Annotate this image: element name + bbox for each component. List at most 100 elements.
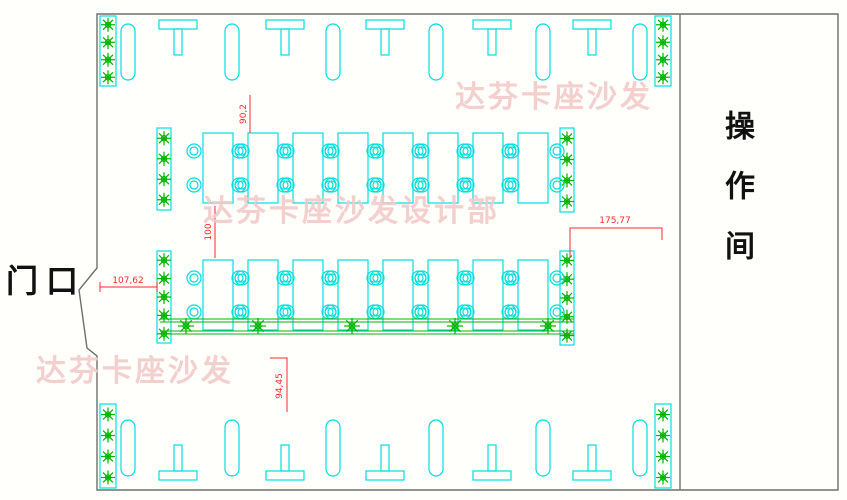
chair — [549, 177, 565, 193]
booth-table — [365, 470, 405, 481]
plant-icon — [560, 173, 574, 188]
dim-text-row-gap: 100 — [204, 223, 214, 240]
chair — [324, 146, 334, 156]
chair — [552, 307, 562, 317]
booth-table — [265, 470, 305, 481]
booth-table — [280, 444, 290, 472]
dimension-lines: 90,2 100 107,62 175,77 94,45 — [99, 95, 663, 412]
plant-icon — [157, 290, 171, 304]
plant-icon — [656, 17, 670, 32]
booth-bench — [120, 23, 136, 81]
chair — [324, 270, 340, 286]
chair — [411, 270, 427, 286]
booth-table — [487, 444, 497, 472]
chair — [234, 304, 250, 320]
operation-room-label: 操作间 — [720, 110, 753, 290]
booth-bench — [632, 419, 648, 477]
planter-strips — [99, 15, 672, 489]
chair — [504, 143, 520, 159]
chair — [501, 304, 517, 320]
chair — [279, 273, 289, 283]
chair — [276, 177, 292, 193]
dim-line-bottom-offset — [270, 357, 288, 412]
plant-icon — [101, 70, 115, 85]
dining-table — [337, 259, 369, 331]
chair — [234, 180, 244, 190]
plant-icon — [101, 52, 115, 67]
chair — [504, 180, 514, 190]
chair — [414, 143, 430, 159]
chair — [504, 307, 514, 317]
booth-table — [572, 19, 612, 30]
chair — [366, 143, 382, 159]
chair — [189, 273, 199, 283]
chair — [231, 270, 247, 286]
booth-table — [572, 470, 612, 481]
room-outline — [78, 13, 839, 491]
plant-icon — [157, 131, 171, 146]
plant-icon — [656, 449, 670, 464]
booth-table — [173, 444, 183, 472]
chair — [234, 270, 250, 286]
chair — [186, 177, 202, 193]
chair — [279, 146, 289, 156]
chair — [369, 143, 385, 159]
chair — [234, 307, 244, 317]
booth-table — [173, 28, 183, 56]
booth-bench — [632, 23, 648, 81]
plant-icon — [656, 70, 670, 85]
dining-table — [292, 259, 324, 331]
chair — [411, 143, 427, 159]
chair — [552, 146, 562, 156]
plant-icon — [560, 253, 574, 268]
dining-table — [427, 132, 459, 204]
plant-icon — [656, 52, 670, 67]
chair — [234, 146, 244, 156]
planter-strip — [99, 15, 117, 87]
plant-icon — [157, 271, 171, 286]
chair — [231, 177, 247, 193]
chair — [369, 180, 379, 190]
chair — [459, 180, 469, 190]
dim-text-right-offset: 175,77 — [599, 216, 631, 226]
watermark-bottom: 达芬卡座沙发 — [36, 354, 234, 389]
booth-bench — [428, 23, 444, 81]
chair — [234, 143, 250, 159]
chair — [279, 270, 295, 286]
chair — [456, 270, 472, 286]
dining-table — [517, 132, 549, 204]
dining-table — [337, 132, 369, 204]
booth-table — [365, 19, 405, 30]
planter-strip — [156, 127, 172, 211]
plant-icon — [157, 253, 171, 268]
booth-table — [472, 19, 512, 30]
plant-icon — [560, 291, 574, 305]
plant-icon — [101, 428, 115, 443]
chair — [501, 270, 517, 286]
plant-icon — [157, 308, 171, 323]
chair — [321, 177, 337, 193]
dining-table — [382, 259, 414, 331]
chair — [552, 180, 562, 190]
chair — [231, 143, 247, 159]
booth-table — [265, 19, 305, 30]
chair — [369, 273, 379, 283]
planter-strip — [559, 127, 575, 213]
plant-icon — [656, 428, 670, 443]
plant-icon — [560, 131, 574, 146]
chair — [366, 177, 382, 193]
plant-icon — [447, 318, 463, 334]
chair — [366, 270, 382, 286]
plant-icon — [560, 194, 574, 209]
plant-icon — [540, 318, 556, 334]
plant-icon — [656, 35, 670, 50]
booth-bench — [535, 23, 551, 81]
booth-table — [280, 28, 290, 56]
watermark-middle: 达芬卡座沙发设计部 — [203, 194, 500, 229]
booth-table — [158, 470, 198, 481]
chair — [549, 270, 565, 286]
chair — [276, 270, 292, 286]
chair — [189, 180, 199, 190]
dining-table — [247, 132, 279, 204]
